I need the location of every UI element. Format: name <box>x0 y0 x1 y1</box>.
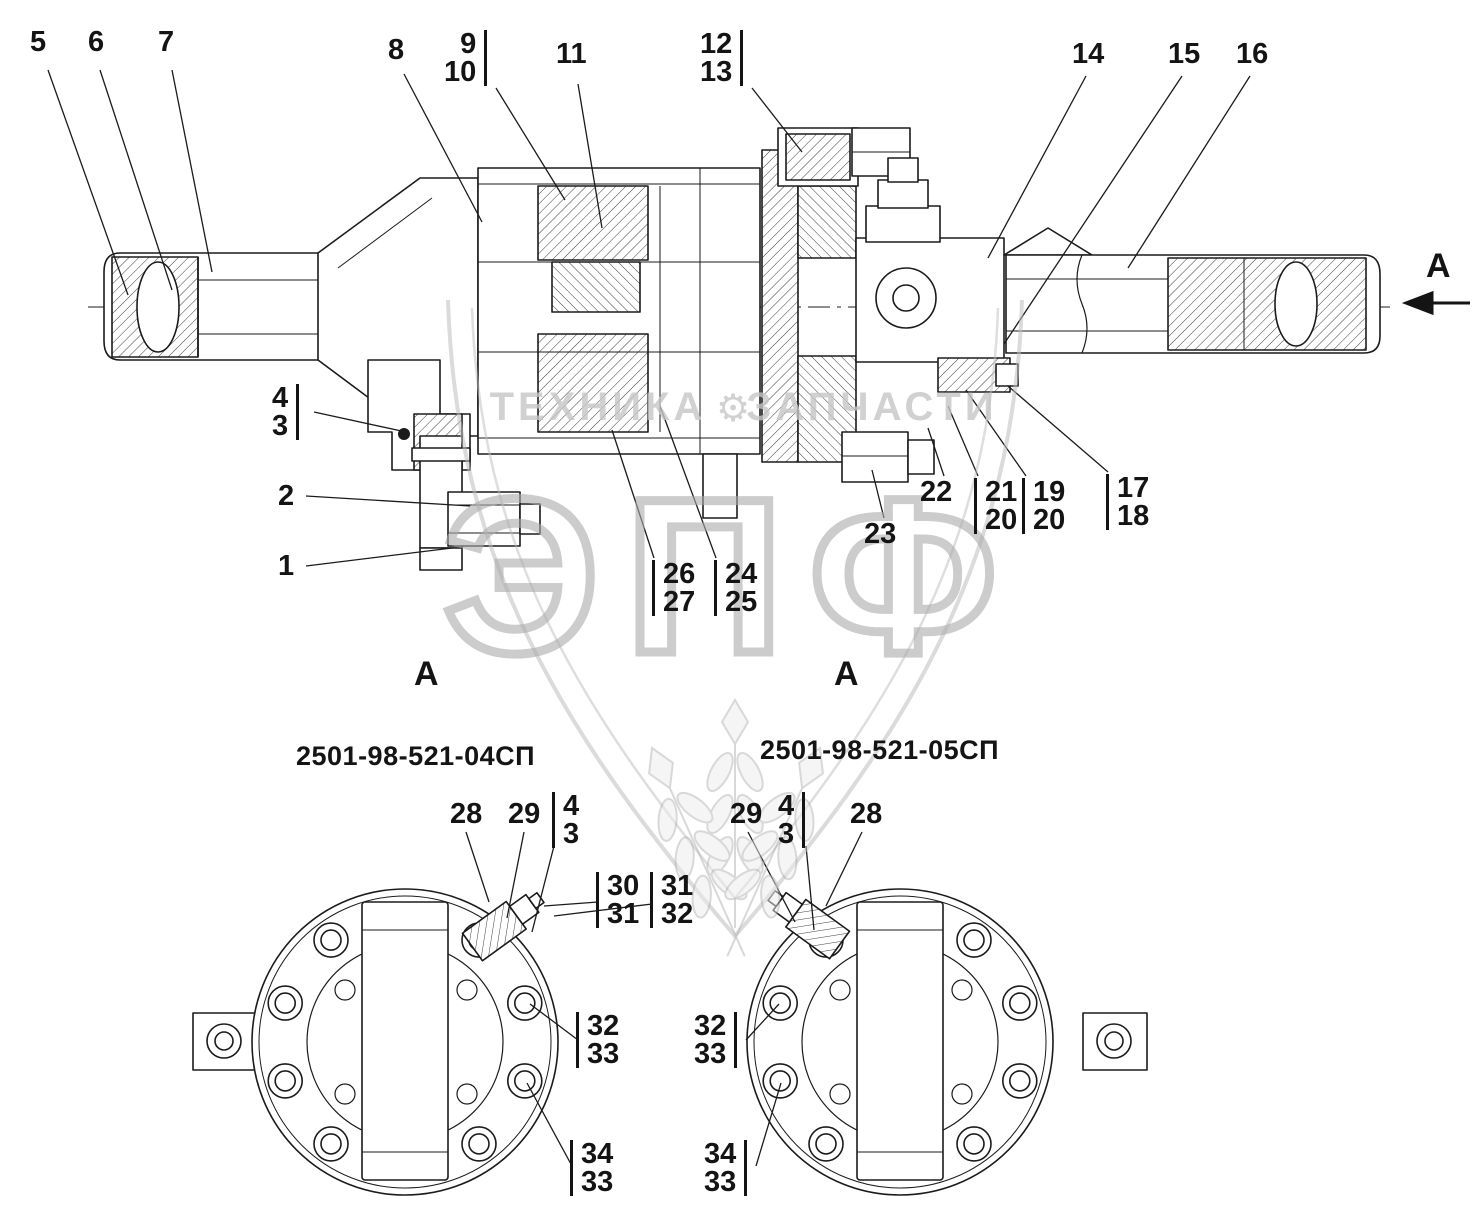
callout-17: 17 <box>1117 472 1150 504</box>
callout-7: 7 <box>158 26 175 58</box>
callout-stack-19-20: 19 20 <box>1022 476 1066 536</box>
callout-27: 27 <box>663 586 696 618</box>
callout-23: 23 <box>864 518 897 550</box>
callout-34-right: 34 <box>704 1138 737 1170</box>
callout-31a: 31 <box>607 898 640 930</box>
callout-29-left: 29 <box>508 798 541 830</box>
lower-bearing-pack <box>537 333 649 433</box>
watermark-brand: ЭПФ <box>443 453 1023 699</box>
callout-stack-9-10: 9 10 <box>444 28 488 88</box>
callout-24: 24 <box>725 558 758 590</box>
callout-21: 21 <box>985 476 1018 508</box>
callout-stack-32-33-left: 32 33 <box>576 1010 620 1070</box>
assembly-number-right: 2501-98-521-05СП <box>760 735 1000 765</box>
right-flange-body <box>746 888 1054 1196</box>
callout-5: 5 <box>30 26 47 58</box>
flange-views <box>192 888 1148 1196</box>
callout-26: 26 <box>663 558 696 590</box>
right-bearing-roller <box>1274 261 1318 347</box>
right-bearing <box>1167 257 1367 351</box>
callout-3: 3 <box>272 410 289 442</box>
callout-stack-24-25: 24 25 <box>714 558 758 618</box>
callout-stack-32-33-right: 32 33 <box>694 1010 738 1070</box>
gear-icon: ⚙ <box>716 386 750 430</box>
callout-stack-34-33-right: 34 33 <box>704 1138 748 1198</box>
fitting-collar <box>411 447 471 462</box>
callout-13: 13 <box>700 56 733 88</box>
callout-2: 2 <box>278 480 295 512</box>
callout-29-right: 29 <box>730 798 763 830</box>
callout-15: 15 <box>1168 38 1201 70</box>
callout-9: 9 <box>460 28 477 60</box>
callout-20a: 20 <box>985 504 1018 536</box>
callout-4-left-flange: 4 <box>563 790 580 822</box>
callout-22: 22 <box>920 476 953 508</box>
shaft-break-line <box>1076 254 1088 354</box>
callout-3-left-flange: 3 <box>563 818 580 850</box>
callout-12: 12 <box>700 28 733 60</box>
left-bearing-roller <box>136 261 180 353</box>
callout-28-left: 28 <box>450 798 483 830</box>
section-letter-left: А <box>414 655 439 693</box>
section-letter-right: А <box>834 655 859 693</box>
callout-33a-right: 33 <box>694 1038 727 1070</box>
watermark: ТЕХНИКА ⚙ ЗАПЧАСТИ ЭПФ <box>438 299 1024 971</box>
bottom-stub <box>702 453 738 519</box>
right-flange-plate <box>761 149 799 463</box>
callout-6: 6 <box>88 26 105 58</box>
section-a-arrow-icon <box>1401 290 1470 316</box>
callout-8: 8 <box>388 34 405 66</box>
callout-11: 11 <box>556 38 587 70</box>
callout-stack-21-20: 21 20 <box>974 476 1018 536</box>
watermark-word-right: ЗАПЧАСТИ <box>746 385 997 429</box>
callout-4-right-flange: 4 <box>778 790 795 822</box>
callout-33a-left: 33 <box>587 1038 620 1070</box>
callout-14: 14 <box>1072 38 1105 70</box>
callout-stack-31-32: 31 32 <box>650 870 694 930</box>
callout-25: 25 <box>725 586 758 618</box>
upper-bearing-pack <box>537 185 649 261</box>
left-flange-fitting <box>461 891 545 962</box>
callout-16: 16 <box>1236 38 1269 70</box>
callout-28-right: 28 <box>850 798 883 830</box>
bracket-bolt <box>398 428 410 440</box>
callout-30: 30 <box>607 870 640 902</box>
callout-19: 19 <box>1033 476 1066 508</box>
callout-stack-4-3: 4 3 <box>272 382 300 442</box>
callout-stack-34-33-left: 34 33 <box>570 1138 614 1198</box>
center-spacer <box>551 261 641 313</box>
callout-31b: 31 <box>661 870 694 902</box>
callout-4: 4 <box>272 382 289 414</box>
leader-lines <box>47 69 1251 1167</box>
callout-33b-right: 33 <box>704 1166 737 1198</box>
callout-stack-4-3-right-flange: 4 3 <box>778 790 806 850</box>
callout-stack-17-18: 17 18 <box>1106 472 1150 532</box>
callout-stack-12-13: 12 13 <box>700 28 744 88</box>
fitting-nipple <box>519 503 541 535</box>
callout-stack-30-31: 30 31 <box>596 870 640 930</box>
callout-10: 10 <box>444 56 477 88</box>
callout-32-left: 32 <box>587 1010 620 1042</box>
callout-1: 1 <box>278 550 295 582</box>
assembly-number-left: 2501-98-521-04СП <box>296 741 536 771</box>
watermark-word-left: ТЕХНИКА <box>490 385 707 429</box>
callout-stack-4-3-left-flange: 4 3 <box>552 790 580 850</box>
callout-33b-left: 33 <box>581 1166 614 1198</box>
section-arrow-letter: А <box>1426 247 1451 285</box>
callout-3-right-flange: 3 <box>778 818 795 850</box>
callout-stack-26-27: 26 27 <box>652 558 696 618</box>
callout-18: 18 <box>1117 500 1150 532</box>
callout-32a: 32 <box>661 898 694 930</box>
callout-20b: 20 <box>1033 504 1066 536</box>
callout-32-right: 32 <box>694 1010 727 1042</box>
callout-34-left: 34 <box>581 1138 614 1170</box>
main-assembly-section <box>88 127 1396 571</box>
